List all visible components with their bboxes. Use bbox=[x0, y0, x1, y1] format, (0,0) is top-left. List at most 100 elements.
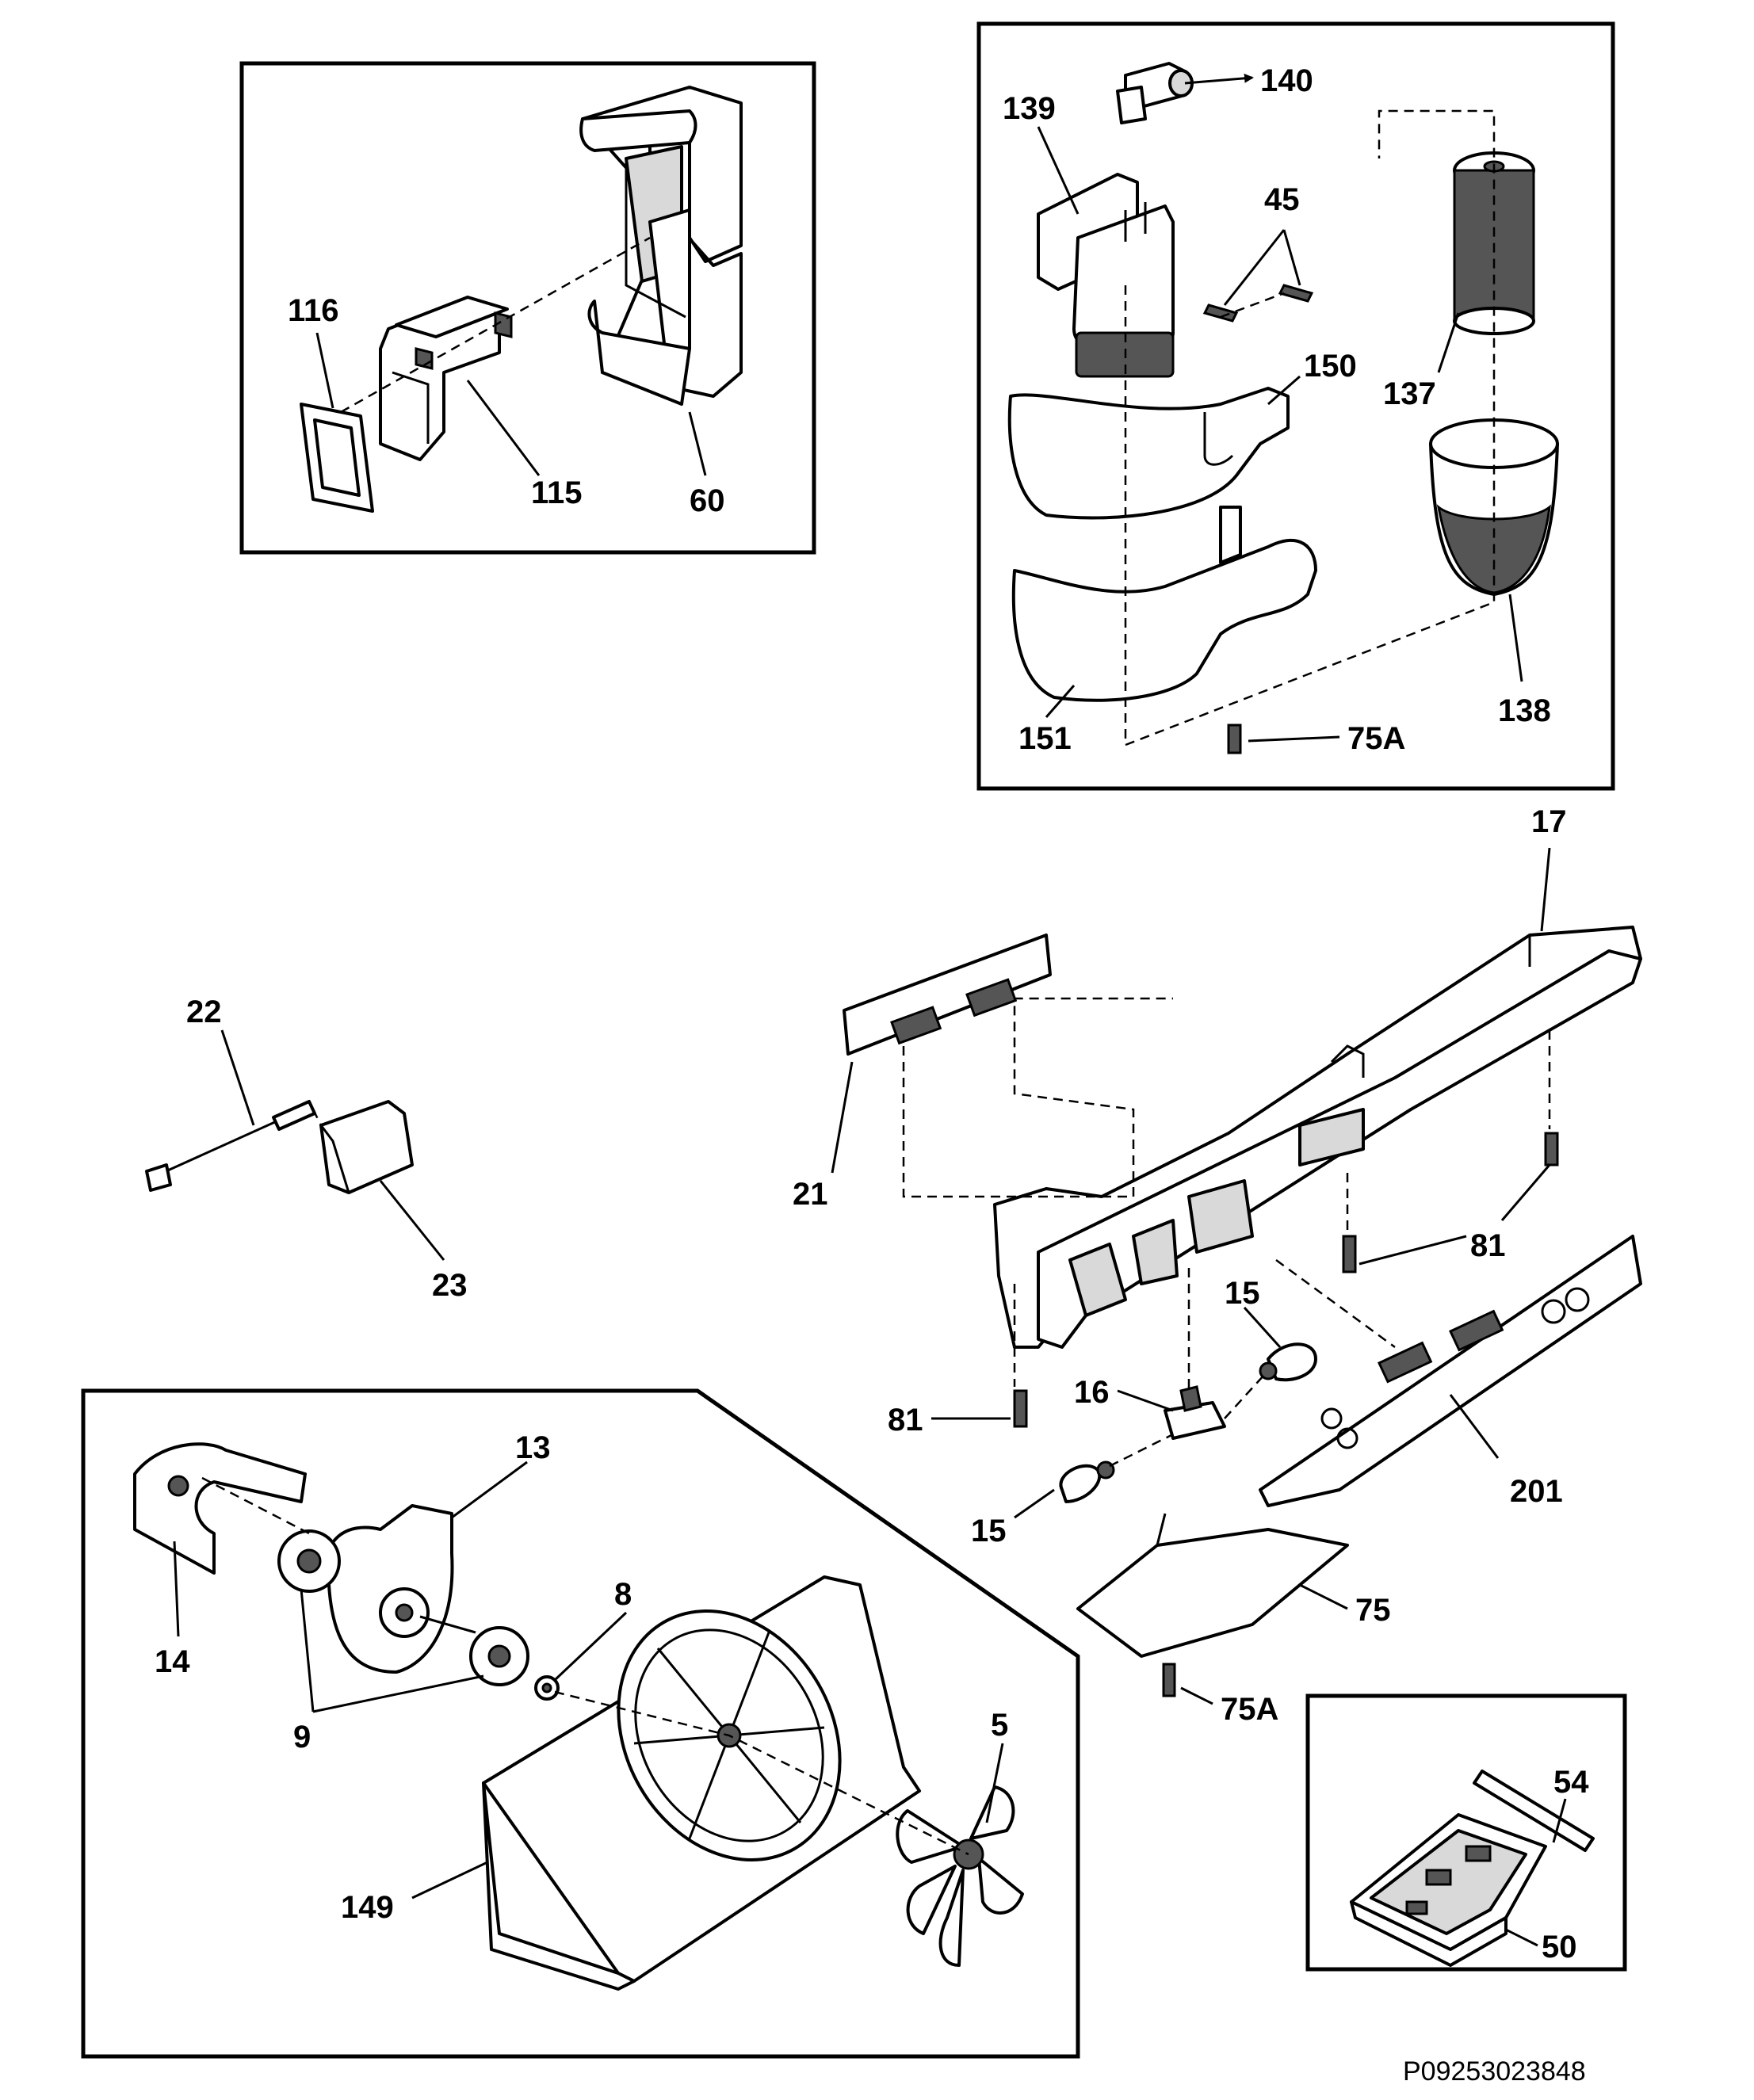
part-149-fan-housing bbox=[482, 1575, 921, 1991]
callout-60: 60 bbox=[690, 483, 725, 518]
part-23-cover bbox=[319, 1100, 414, 1194]
leader-116 bbox=[315, 332, 334, 409]
leader-45a bbox=[1223, 229, 1286, 306]
callout-75A-top: 75A bbox=[1347, 721, 1405, 756]
part-75-trim bbox=[1076, 1513, 1349, 1658]
inset-frame bbox=[239, 61, 816, 555]
callout-54: 54 bbox=[1553, 1765, 1589, 1800]
callout-201: 201 bbox=[1510, 1474, 1563, 1509]
callout-81-left: 81 bbox=[888, 1403, 923, 1438]
leader-54 bbox=[1552, 1798, 1567, 1843]
callout-13: 13 bbox=[515, 1430, 551, 1465]
leader-5 bbox=[985, 1743, 1004, 1823]
leader-81-mid bbox=[1358, 1235, 1467, 1266]
callout-138: 138 bbox=[1498, 693, 1551, 728]
leader-149 bbox=[411, 1861, 488, 1900]
part-8-washer bbox=[534, 1675, 560, 1701]
leader-150 bbox=[1267, 375, 1301, 406]
leader-115 bbox=[466, 380, 541, 476]
part-22-sensor bbox=[145, 1100, 316, 1192]
callout-5: 5 bbox=[991, 1708, 1008, 1743]
leader-23 bbox=[379, 1180, 445, 1261]
callout-115: 115 bbox=[531, 475, 583, 510]
callout-21: 21 bbox=[793, 1177, 828, 1212]
leader-9 bbox=[300, 1588, 484, 1713]
callout-137: 137 bbox=[1383, 376, 1436, 411]
inset-frame bbox=[81, 1388, 1080, 2059]
part-16-lamp-socket bbox=[1164, 1385, 1226, 1440]
callout-16: 16 bbox=[1074, 1375, 1110, 1410]
inset-box-water-filter: 140 139 45 150 137 138 151 75A bbox=[976, 21, 1615, 791]
part-75A-screw bbox=[1162, 1663, 1176, 1697]
part-150-bracket bbox=[1007, 387, 1290, 520]
part-201-lens-panel bbox=[1259, 1235, 1642, 1507]
part-81-screw-mid bbox=[1342, 1235, 1357, 1273]
part-45-screws bbox=[1202, 284, 1314, 323]
drawing-code: P09253023848 bbox=[1403, 2056, 1586, 2087]
leader-22 bbox=[220, 1029, 255, 1126]
part-81-screw-right bbox=[1544, 1132, 1559, 1166]
leader-138 bbox=[1508, 594, 1523, 682]
part-21-display-board bbox=[843, 934, 1052, 1056]
part-60-housing bbox=[579, 86, 743, 406]
sensor-assembly: 22 23 bbox=[145, 995, 468, 1303]
leader-16 bbox=[1117, 1389, 1174, 1412]
leader-75A-top bbox=[1248, 735, 1340, 743]
leader-139 bbox=[1037, 126, 1080, 215]
leader-137 bbox=[1437, 312, 1460, 373]
callout-14: 14 bbox=[155, 1644, 190, 1679]
callout-15-upper: 15 bbox=[1225, 1276, 1260, 1311]
part-116-gasket bbox=[300, 403, 374, 513]
callout-139: 139 bbox=[1003, 91, 1056, 126]
callout-45: 45 bbox=[1264, 182, 1300, 217]
part-17-housing bbox=[993, 926, 1642, 1349]
callout-116: 116 bbox=[288, 293, 339, 328]
leader-15-lower bbox=[1014, 1488, 1055, 1519]
callout-151: 151 bbox=[1018, 721, 1072, 756]
callout-149: 149 bbox=[341, 1890, 394, 1925]
leader-21 bbox=[831, 1061, 854, 1174]
leader-14 bbox=[173, 1541, 180, 1637]
part-5-fan-blade bbox=[896, 1785, 1024, 1967]
part-81-screw-left bbox=[1013, 1389, 1028, 1428]
part-139-filter-head bbox=[1037, 173, 1175, 378]
leader-81-right bbox=[1500, 1164, 1551, 1221]
assembly-line bbox=[201, 1476, 310, 1535]
leader-75 bbox=[1299, 1583, 1348, 1610]
leader-151 bbox=[1045, 685, 1076, 718]
callout-17: 17 bbox=[1531, 804, 1567, 839]
leader-45b bbox=[1282, 229, 1301, 286]
leader-140 bbox=[1184, 73, 1254, 85]
callout-8: 8 bbox=[614, 1577, 632, 1612]
callout-9: 9 bbox=[293, 1720, 311, 1754]
leader-17 bbox=[1540, 847, 1551, 932]
assembly-line bbox=[902, 997, 1173, 1198]
part-75A-screw bbox=[1227, 724, 1242, 754]
assembly-line bbox=[340, 236, 651, 414]
assembly-line bbox=[311, 1109, 323, 1126]
part-9-grommets bbox=[277, 1529, 529, 1686]
inset-box-fan-assembly: 13 8 14 9 5 149 bbox=[81, 1388, 1080, 2059]
callout-75: 75 bbox=[1355, 1593, 1391, 1628]
part-50-tray bbox=[1350, 1813, 1547, 1967]
leader-75A-bottom bbox=[1180, 1686, 1213, 1705]
leader-13 bbox=[451, 1460, 528, 1519]
leader-201 bbox=[1449, 1394, 1500, 1459]
inset-frame bbox=[1305, 1693, 1627, 1972]
callout-22: 22 bbox=[186, 995, 222, 1029]
callout-23: 23 bbox=[432, 1268, 468, 1303]
inset-frame bbox=[976, 21, 1615, 791]
callout-140: 140 bbox=[1260, 63, 1313, 98]
callout-50: 50 bbox=[1542, 1930, 1577, 1964]
callout-150: 150 bbox=[1304, 349, 1357, 384]
assembly-line bbox=[1220, 292, 1285, 319]
part-13-motor bbox=[324, 1504, 476, 1674]
leader-50 bbox=[1505, 1928, 1538, 1947]
assembly-line bbox=[1275, 1258, 1396, 1349]
part-151-cover bbox=[1011, 506, 1317, 702]
part-140-fitting bbox=[1116, 62, 1194, 124]
inset-box-dispenser-housing: 116 115 60 bbox=[239, 61, 816, 555]
dispenser-control-assembly: 17 21 81 15 16 81 201 15 75 75A bbox=[793, 804, 1642, 1727]
callout-75A-bottom: 75A bbox=[1221, 1692, 1278, 1727]
